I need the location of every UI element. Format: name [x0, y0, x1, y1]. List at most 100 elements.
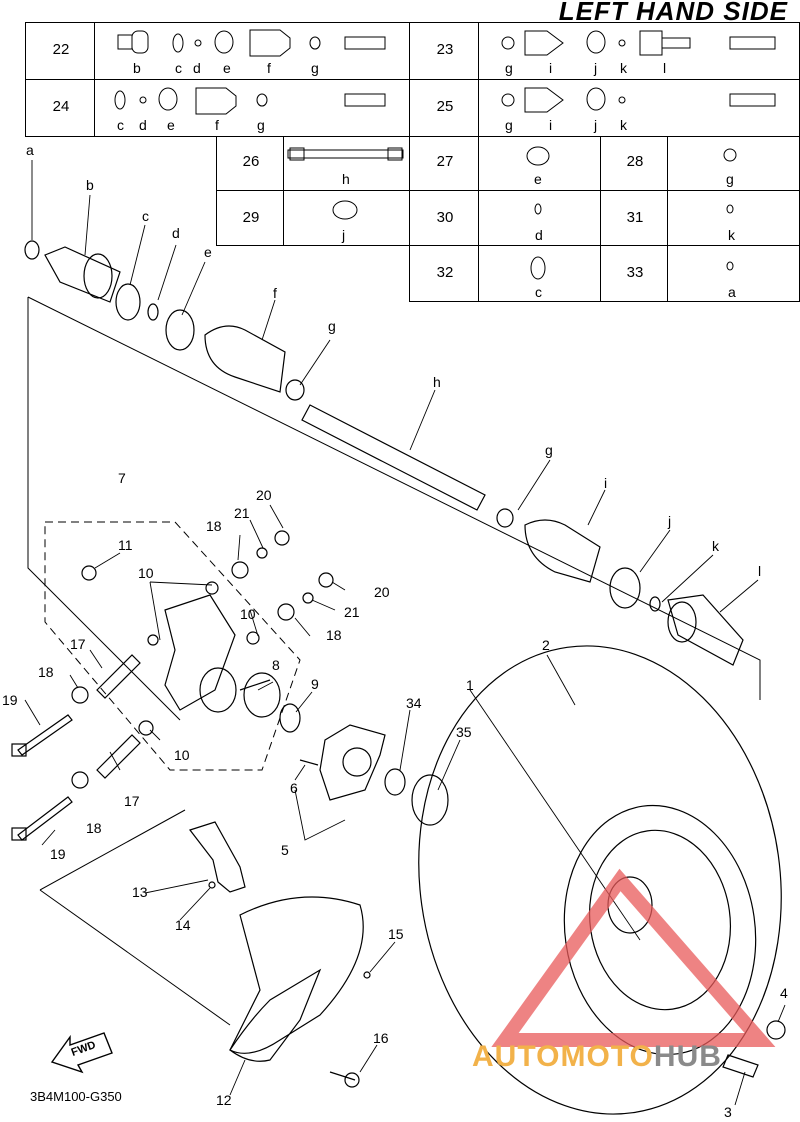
- kit-letter: j: [594, 117, 598, 133]
- kit-letter: l: [663, 60, 667, 76]
- single-cell-part-28: g: [667, 136, 800, 191]
- kit-ref-number: 23: [436, 41, 454, 58]
- kit-cell-ref-25: 25: [409, 79, 479, 137]
- callout-21: 21: [344, 604, 360, 620]
- watermark-part1: AUTOMOTO: [472, 1040, 654, 1073]
- callout-b: b: [86, 177, 94, 193]
- callout-6: 6: [290, 780, 298, 796]
- callout-f: f: [273, 285, 277, 301]
- callout-2: 2: [542, 637, 550, 653]
- leader-lines: [24, 160, 786, 1106]
- single-cell-ref-30: 30: [409, 190, 479, 246]
- kit-letter: i: [549, 117, 553, 133]
- driveshaft-parts: [24, 240, 744, 666]
- callout-18: 18: [206, 518, 222, 534]
- kit-cell-parts-23: g i j k l: [478, 22, 800, 80]
- kit-letter: j: [594, 60, 598, 76]
- kit-letter: i: [549, 60, 553, 76]
- callout-j: j: [668, 513, 672, 529]
- callout-4: 4: [780, 985, 788, 1001]
- knuckle-group-box: [44, 521, 301, 771]
- kit-ref-number: 22: [52, 41, 70, 58]
- single-letter: k: [728, 227, 735, 243]
- single-cell-part-33: a: [667, 245, 800, 302]
- kit-letter: f: [215, 117, 219, 133]
- single-letter: d: [535, 227, 543, 243]
- kit-letter: e: [223, 60, 231, 76]
- callout-19: 19: [2, 692, 18, 708]
- callout-a: a: [26, 142, 34, 158]
- single-cell-ref-27: 27: [409, 136, 479, 191]
- single-letter: c: [535, 284, 542, 300]
- single-letter: g: [726, 171, 734, 187]
- single-ref-number: 33: [626, 264, 644, 281]
- callout-3: 3: [724, 1104, 732, 1120]
- callout-18: 18: [326, 627, 342, 643]
- callout-16: 16: [373, 1030, 389, 1046]
- tire-wheel: [418, 645, 786, 1115]
- callout-17: 17: [70, 636, 86, 652]
- callout-d: d: [172, 225, 180, 241]
- kit-letter: g: [257, 117, 265, 133]
- single-letter: j: [342, 227, 346, 243]
- callout-k: k: [712, 538, 719, 554]
- single-cell-ref-26: 26: [216, 136, 284, 191]
- kit-letter: b: [133, 60, 141, 76]
- single-cell-part-31: k: [667, 190, 800, 246]
- callout-20: 20: [374, 584, 390, 600]
- single-cell-part-32: c: [478, 245, 601, 302]
- kit-letter: c: [117, 117, 124, 133]
- callout-18: 18: [86, 820, 102, 836]
- callout-10: 10: [240, 606, 256, 622]
- callout-11: 11: [118, 537, 133, 553]
- single-cell-part-29: j: [283, 190, 410, 246]
- single-ref-number: 32: [436, 264, 454, 281]
- kit-letter: e: [167, 117, 175, 133]
- callout-e: e: [204, 244, 212, 260]
- callout-1: 1: [466, 677, 474, 693]
- single-ref-number: 29: [242, 209, 260, 226]
- kit-letter: g: [311, 60, 319, 76]
- kit-cell-ref-22: 22: [25, 22, 95, 80]
- brake-parts: [189, 821, 371, 1088]
- kit-cell-ref-24: 24: [25, 79, 95, 137]
- kit-letter: k: [620, 60, 627, 76]
- single-cell-ref-29: 29: [216, 190, 284, 246]
- hub-parts: [299, 724, 449, 826]
- callout-7: 7: [118, 470, 126, 486]
- callout-5: 5: [281, 842, 289, 858]
- kit-cell-parts-25: g i j k: [478, 79, 800, 137]
- callout-18: 18: [38, 664, 54, 680]
- callout-h: h: [433, 374, 441, 390]
- callout-12: 12: [216, 1092, 232, 1108]
- single-letter: a: [728, 284, 736, 300]
- single-cell-part-26: h: [283, 136, 410, 191]
- assembly-lines: [27, 296, 761, 1026]
- callout-19: 19: [50, 846, 66, 862]
- callout-35: 35: [456, 724, 472, 740]
- watermark-logo-icon: [491, 868, 776, 1047]
- kit-letter: c: [175, 60, 182, 76]
- diagram-code: 3B4M100-G350: [30, 1089, 122, 1104]
- callout-20: 20: [256, 487, 272, 503]
- single-ref-number: 31: [626, 209, 644, 226]
- single-letter: e: [534, 171, 542, 187]
- single-ref-number: 30: [436, 209, 454, 226]
- diagram-title: LEFT HAND SIDE: [558, 0, 788, 26]
- kit-letter: d: [193, 60, 201, 76]
- callout-13: 13: [132, 884, 148, 900]
- knuckle-parts: [11, 530, 334, 841]
- callout-17: 17: [124, 793, 140, 809]
- callout-c: c: [142, 208, 149, 224]
- callout-21: 21: [234, 505, 250, 521]
- callout-l: l: [758, 563, 762, 579]
- kit-letter: k: [620, 117, 627, 133]
- callout-8: 8: [272, 657, 280, 673]
- kit-letter: g: [505, 117, 513, 133]
- watermark-part2: HUB: [653, 1040, 722, 1073]
- kit-letter: d: [139, 117, 147, 133]
- watermark-text: AUTOMOTOHUB: [472, 1040, 722, 1074]
- callout-9: 9: [311, 676, 319, 692]
- kit-letter: g: [505, 60, 513, 76]
